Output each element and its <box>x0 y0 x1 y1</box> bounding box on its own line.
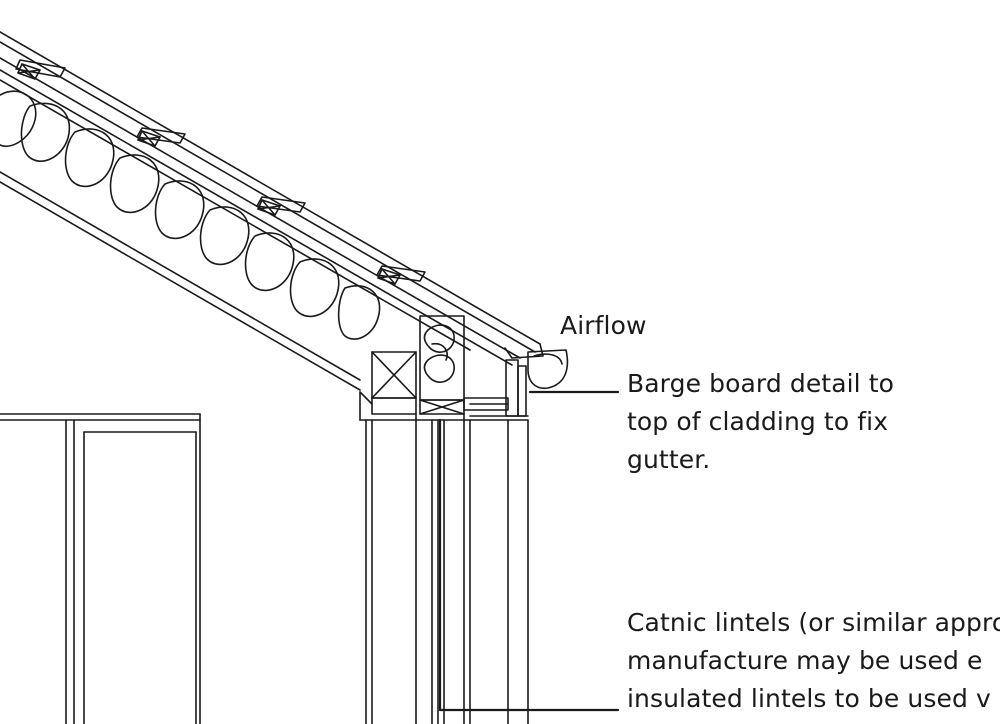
wall-build-up <box>365 413 529 724</box>
catnic-note-line-1: Catnic lintels (or similar approved <box>627 608 1000 637</box>
catnic-lintels-note: Catnic lintels (or similar approved manu… <box>627 604 1000 718</box>
barge-board-note: Barge board detail to top of cladding to… <box>627 365 894 479</box>
roof-tiles <box>0 31 544 359</box>
wall-plate <box>371 351 417 415</box>
window-frame <box>0 413 201 724</box>
eaves-insulation <box>419 315 465 401</box>
barge-note-line-2: top of cladding to fix <box>627 407 889 436</box>
catnic-note-line-3: insulated lintels to be used v <box>627 684 991 713</box>
rafter-insulation-zone <box>0 79 471 391</box>
fascia-and-soffit <box>359 349 569 421</box>
leader-lines <box>438 390 620 712</box>
airflow-label: Airflow <box>560 311 647 340</box>
barge-note-line-3: gutter. <box>627 445 711 474</box>
counter-battens <box>0 57 521 366</box>
barge-note-line-1: Barge board detail to <box>627 369 895 398</box>
catnic-leader <box>438 418 620 712</box>
catnic-note-line-2: manufacture may be used e <box>627 646 983 675</box>
